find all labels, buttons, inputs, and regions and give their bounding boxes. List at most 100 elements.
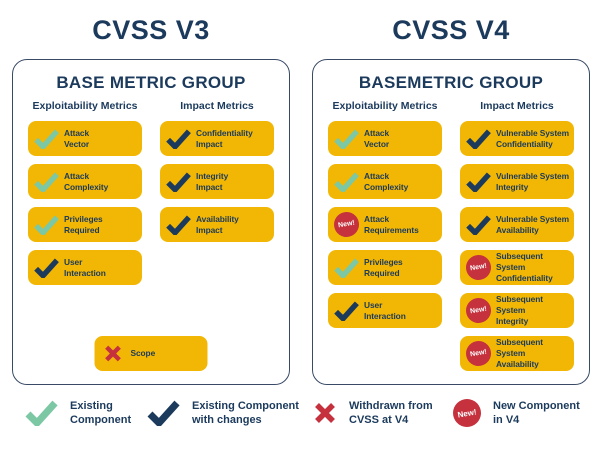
metric-item-scope: Scope [94,336,208,371]
check-navy-icon [165,172,191,192]
check-navy-icon [165,129,191,149]
check-navy-icon [465,172,491,192]
metric-item: Privileges Required [28,207,142,242]
legend-label: Withdrawn from CVSS at V4 [349,400,433,427]
cvss-v3-panel: BASE METRIC GROUP Exploitability Metrics… [12,59,290,385]
item-icon-wrap [95,344,131,363]
legend: Existing Component Existing Component wit… [0,397,600,455]
metric-item-label: Attack Vector [364,127,390,149]
metric-item: Confidentiality Impact [160,121,274,156]
legend-label: Existing Component with changes [192,400,299,427]
new-badge-icon: New! [463,296,493,325]
metric-item: User Interaction [28,250,142,285]
metric-item: Vulnerable System Integrity [460,164,574,199]
metric-item-label: Confidentiality Impact [196,127,253,149]
metric-item-label: Scope [130,348,156,359]
legend-item: New! New Component in V4 [450,397,580,430]
metric-item-label: Attack Requirements [364,213,419,235]
item-icon-wrap: New! [460,253,496,282]
legend-item: Existing Component [25,399,131,428]
metric-item-label: User Interaction [364,299,406,321]
metric-item-label: Subsequent System Availability [496,337,543,369]
legend-item: Existing Component with changes [147,399,299,428]
new-badge-icon: New! [463,339,493,368]
item-icon-wrap [328,258,364,278]
metric-item: Attack Complexity [28,164,142,199]
metric-item-label: Attack Complexity [364,170,409,192]
item-icon-wrap [328,129,364,149]
new-badge-icon: New! [463,253,493,282]
cvss-v3-title: CVSS V3 [92,15,210,45]
check-navy-icon [147,400,180,427]
cvss-v4-group-heading: BASEMETRIC GROUP [358,73,544,92]
check-teal-icon [333,172,359,192]
metric-item: New!Subsequent System Availability [460,336,574,371]
metric-item: Attack Vector [28,121,142,156]
column-header: Exploitability Metrics [332,100,438,112]
metric-item: Privileges Required [328,250,442,285]
metric-item-label: Privileges Required [364,256,403,278]
check-navy-icon [333,301,359,321]
x-red-icon [315,403,335,424]
check-teal-icon [333,129,359,149]
metric-item: Integrity Impact [160,164,274,199]
check-teal-icon [333,258,359,278]
cvss-v4-title: CVSS V4 [392,15,510,45]
legend-label: New Component in V4 [493,400,580,427]
metric-item-label: Attack Complexity [64,170,109,192]
item-icon-wrap [160,172,196,192]
item-icon-wrap: New! [460,296,496,325]
item-icon-wrap [460,129,496,149]
item-icon-wrap [28,258,64,278]
check-teal-icon [33,172,59,192]
item-icon-wrap [28,215,64,235]
column-header: Impact Metrics [480,100,554,112]
check-teal-icon [33,215,59,235]
check-teal-icon [33,129,59,149]
metric-item-label: Vulnerable System Availability [496,213,569,235]
legend-icon-wrap [313,401,337,425]
metric-item: New!Subsequent System Integrity [460,293,574,328]
metric-item-label: Integrity Impact [196,170,229,192]
metric-item-label: Privileges Required [64,213,103,235]
legend-icon-wrap [25,400,58,427]
item-icon-wrap [328,172,364,192]
item-icon-wrap [28,172,64,192]
column-header: Impact Metrics [180,100,254,112]
metric-item-label: Vulnerable System Confidentiality [496,127,569,149]
legend-icon-wrap [147,400,180,427]
metric-item: New!Attack Requirements [328,207,442,242]
metric-item: Vulnerable System Confidentiality [460,121,574,156]
check-teal-icon [25,400,58,427]
item-icon-wrap [460,172,496,192]
legend-icon-wrap: New! [450,397,484,430]
check-navy-icon [465,215,491,235]
item-icon-wrap [28,129,64,149]
item-icon-wrap [160,129,196,149]
metric-item: Availability Impact [160,207,274,242]
legend-item: Withdrawn from CVSS at V4 [313,399,433,428]
metric-item-label: Vulnerable System Integrity [496,170,569,192]
metric-item: Attack Complexity [328,164,442,199]
metric-item-label: Subsequent System Integrity [496,294,543,326]
item-icon-wrap [160,215,196,235]
item-icon-wrap [460,215,496,235]
check-navy-icon [465,129,491,149]
cvss-v4-section: CVSS V4 BASEMETRIC GROUP Exploitability … [312,15,590,385]
cvss-v3-group-heading: BASE METRIC GROUP [56,73,246,92]
item-icon-wrap: New! [328,210,364,239]
new-badge-icon: New! [450,397,484,430]
metric-item-label: Attack Vector [64,127,90,149]
column-header: Exploitability Metrics [32,100,138,112]
x-red-icon [104,345,121,362]
check-navy-icon [165,215,191,235]
metric-item: Attack Vector [328,121,442,156]
metric-item-label: Subsequent System Confidentiality [496,251,553,283]
